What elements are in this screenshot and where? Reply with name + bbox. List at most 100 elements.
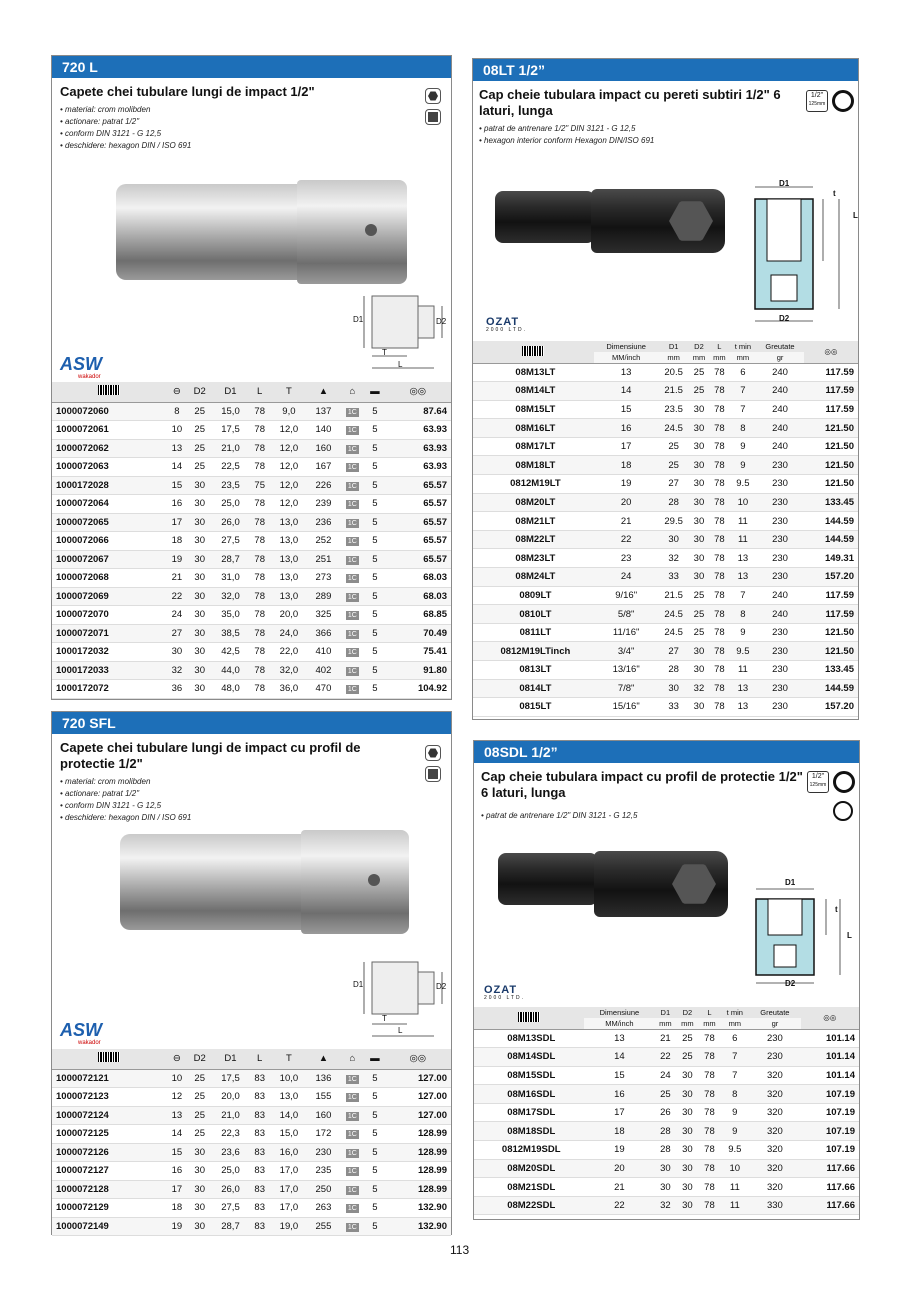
column-header: Dimensiune (593, 341, 659, 352)
table-cell: 1C (339, 587, 366, 606)
table-cell: 25 (658, 455, 689, 476)
table-cell: 1C (339, 457, 366, 477)
table-cell: 17,0 (270, 1198, 308, 1218)
table-cell: 27 (166, 624, 188, 643)
column-header: D2 (688, 341, 710, 352)
table-cell: 19 (584, 1140, 655, 1160)
column-header: ◎◎ (384, 1049, 451, 1070)
diagram-label-d1: D1 (779, 179, 790, 188)
table-cell: 36,0 (270, 679, 308, 699)
table-cell: 410 (307, 642, 340, 662)
table-cell: 230 (756, 548, 804, 569)
table-cell: 25 (688, 363, 710, 383)
table-cell: 230 (307, 1143, 340, 1162)
table-cell: 75 (249, 476, 271, 495)
table-cell: 78 (709, 697, 730, 717)
table-cell: 1000072123 (52, 1087, 167, 1107)
table-cell: 1000072071 (52, 624, 167, 643)
table-cell: 30 (688, 660, 710, 680)
table-cell: 9.5 (720, 1140, 750, 1160)
dimension-diagram (363, 961, 443, 1037)
table-cell: 21.5 (658, 586, 689, 606)
table-cell: 263 (307, 1198, 340, 1218)
table-cell: 78 (249, 679, 271, 699)
table-cell: 1000072149 (52, 1217, 167, 1236)
socket-drive-end (301, 830, 409, 934)
table-cell: 1000072065 (52, 513, 167, 532)
column-header: D1 (211, 382, 250, 403)
table-cell: 28,7 (211, 550, 250, 569)
table-cell: 5 (365, 457, 385, 477)
table-cell: 25 (654, 1084, 677, 1104)
table-cell: 133.45 (803, 660, 858, 680)
socket-pin-hole (368, 874, 380, 886)
table-cell: 1C (339, 513, 366, 532)
table-cell: 38,5 (211, 624, 250, 643)
table-cell: 117.59 (803, 604, 858, 624)
table-cell: 8 (729, 418, 757, 438)
socket-image (498, 853, 598, 905)
table-cell: 13,0 (270, 550, 308, 569)
table-cell: 13,0 (270, 513, 308, 532)
table-cell: 08M13LT (473, 363, 594, 383)
table-cell: 230 (756, 697, 804, 717)
table-cell: 18 (166, 531, 188, 551)
table-cell: 8 (729, 604, 757, 624)
table-cell: 9,0 (270, 402, 308, 421)
diagram-label-d2: D2 (785, 979, 796, 988)
column-header: ◎◎ (803, 341, 858, 364)
table-cell: 5 (365, 420, 385, 440)
table-cell: 240 (756, 418, 804, 438)
table-cell: 26,0 (211, 513, 250, 532)
table-cell: 5 (365, 642, 385, 662)
table-cell: 1000172033 (52, 661, 167, 680)
table-cell: 1C (339, 439, 366, 458)
column-header (474, 1007, 585, 1030)
table-cell: 83 (249, 1198, 271, 1218)
table-cell: 35,0 (211, 605, 250, 625)
table-cell: 0812M19LTinch (473, 641, 594, 661)
column-header: ⊖ (166, 1049, 188, 1070)
table-cell: 30 (688, 455, 710, 476)
column-header: mm (688, 352, 710, 364)
table-cell: 13 (166, 1106, 188, 1125)
column-header: T (270, 1049, 308, 1070)
column-header: D2 (676, 1007, 699, 1018)
table-cell: 107.19 (800, 1140, 859, 1160)
table-cell: 7 (729, 586, 757, 606)
table-cell: 78 (249, 420, 271, 440)
table-cell: 25 (187, 420, 212, 440)
packaging-icon: ⌂ (349, 386, 356, 398)
table-cell: 24,0 (270, 624, 308, 643)
stock-badge: 1C (345, 1204, 359, 1214)
table-cell: 83 (249, 1161, 271, 1181)
panel-header: 720 L (52, 56, 451, 78)
table-cell: 240 (756, 363, 804, 383)
table-cell: 470 (307, 679, 340, 699)
diagram-label-l: L (853, 211, 858, 220)
table-cell: 42,5 (211, 642, 250, 662)
socket-image (120, 834, 305, 930)
table-cell: 160 (307, 1106, 340, 1125)
table-cell: 132.90 (384, 1217, 451, 1236)
table-cell: 78 (249, 457, 271, 477)
table-cell: 5 (365, 513, 385, 532)
table-cell: 78 (709, 400, 730, 420)
column-header: mm (729, 352, 757, 364)
table-cell: 117.59 (803, 363, 858, 383)
table-cell: 1C (339, 420, 366, 440)
table-cell: 230 (756, 567, 804, 587)
table-cell: 1C (339, 531, 366, 551)
table-cell: 16 (166, 1161, 188, 1181)
column-header: ⌂ (339, 1049, 366, 1070)
table-cell: 78 (709, 363, 730, 383)
table-cell: 20,0 (270, 605, 308, 625)
